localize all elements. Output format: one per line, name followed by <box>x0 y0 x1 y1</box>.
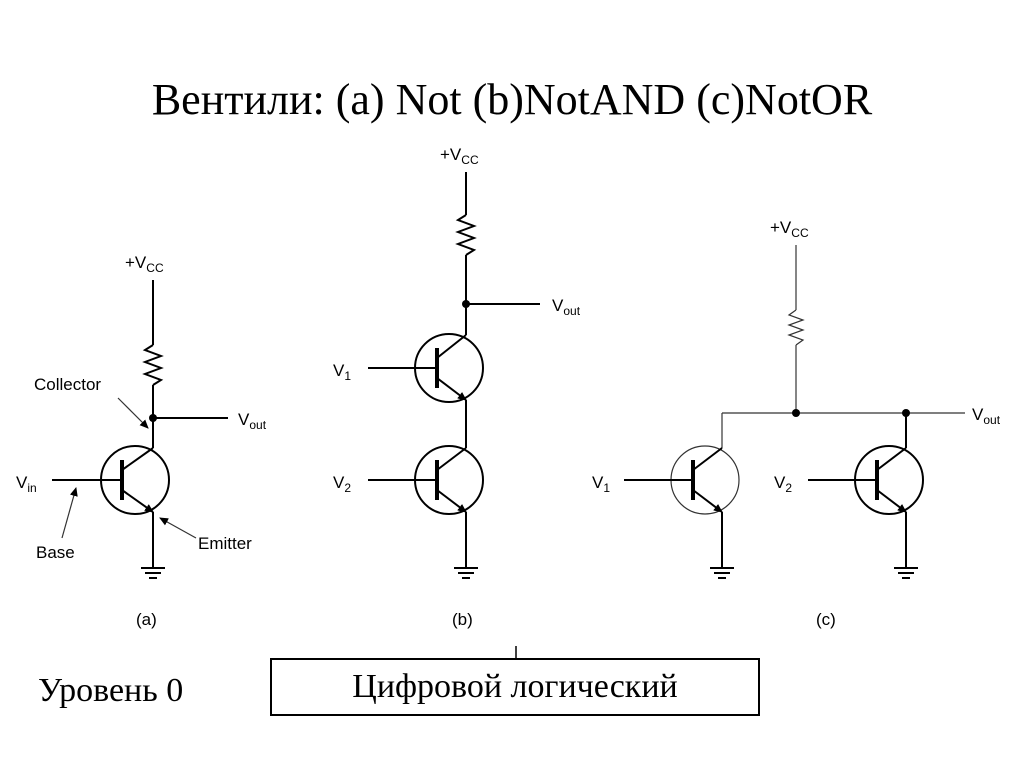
circuit-c-caption: (c) <box>816 610 836 629</box>
circuit-c-node-1 <box>792 409 800 417</box>
circuit-b-transistor-1-collector <box>436 334 467 359</box>
circuit-a-emitter-label: Emitter <box>198 534 252 553</box>
circuit-a-resistor <box>142 344 164 386</box>
circuit-c-nor-gate: +VCC Vout V1 V2 <box>592 218 1001 629</box>
circuit-b-v2-label: V2 <box>333 473 351 495</box>
circuit-c-v2-label: V2 <box>774 473 792 495</box>
circuit-c-ground-1-symbol <box>710 567 734 579</box>
slide-title: Вентили: (a) Not (b)NotAND (c)NotOR <box>151 75 873 124</box>
circuit-c-vout-label: Vout <box>972 405 1001 427</box>
level-box: Цифровой логический <box>270 658 760 716</box>
circuit-b-ground-symbol <box>454 567 478 579</box>
circuit-a-emitter-arrow <box>159 517 197 539</box>
circuit-a-caption: (a) <box>136 610 157 629</box>
circuit-c-transistor-1-emitter <box>692 489 723 513</box>
circuit-b-transistor-1-emitter <box>436 377 467 401</box>
circuit-a-vout-label: Vout <box>238 410 267 432</box>
circuit-c-transistor-2-collector <box>876 447 907 471</box>
circuit-b-caption: (b) <box>452 610 473 629</box>
circuit-c-transistor-2-emitter <box>876 489 907 513</box>
circuit-a-base-label: Base <box>36 543 75 562</box>
circuit-c-v1-label: V1 <box>592 473 610 495</box>
circuit-a-collector-arrow <box>117 397 149 429</box>
circuit-a-base-arrow <box>61 487 78 539</box>
circuit-b-transistor-2-emitter <box>436 489 467 513</box>
circuit-a-transistor-collector <box>121 447 154 471</box>
circuit-b-vout-label: Vout <box>552 296 581 318</box>
circuit-a-not-gate: +VCC Vout Vin Collector Base Emitter (a) <box>16 253 267 629</box>
circuit-b-v1-label: V1 <box>333 361 351 383</box>
circuit-b-resistor <box>455 214 477 256</box>
circuit-c-resistor <box>787 309 805 346</box>
circuit-b-transistor-2-collector <box>436 447 467 471</box>
circuit-a-ground-symbol <box>141 567 165 579</box>
level-box-label: Цифровой логический <box>352 668 678 705</box>
circuit-a-transistor-emitter <box>121 489 154 513</box>
circuit-c-ground-2-symbol <box>894 567 918 579</box>
level-label: Уровень 0 <box>38 672 184 709</box>
circuit-c-transistor-1-collector <box>692 447 723 471</box>
circuit-c-vcc-label: +VCC <box>770 218 809 240</box>
circuit-a-collector-label: Collector <box>34 375 101 394</box>
circuit-a-vin-label: Vin <box>16 473 37 495</box>
circuit-b-nand-gate: +VCC Vout V1 V2 (b) <box>333 145 581 629</box>
circuit-a-vcc-label: +VCC <box>125 253 164 275</box>
circuit-b-vcc-label: +VCC <box>440 145 479 167</box>
